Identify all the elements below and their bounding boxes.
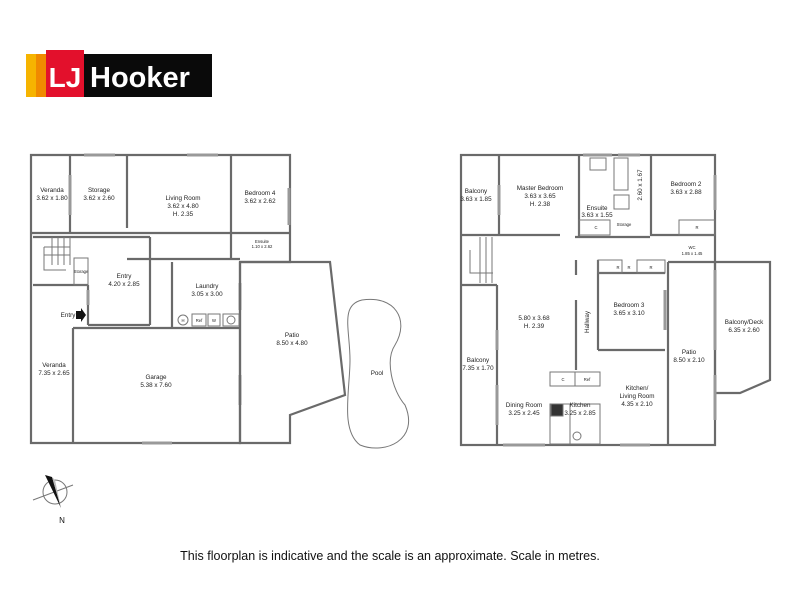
room-label-bedroom-3: Bedroom 3 [614,302,645,309]
room-dims-bathroom: 2.60 x 1.67 [637,169,644,201]
room-label-master-bedroom: Master Bedroom [517,185,564,192]
room-label-veranda: Veranda [40,187,64,194]
north-arrow-icon: N [32,475,74,525]
room-label-ensuite: Ensuite [586,205,608,212]
room-height: H. 2.39 [524,323,545,330]
room-label-living-room: Living Room [166,195,201,202]
fixture-ref: Ref [196,318,203,323]
room-dims: 7.35 x 1.70 [462,365,494,372]
room-label-hallway: Hallway [584,310,591,333]
fixture-c: C [561,377,564,382]
room-dims: 1.10 x 2.62 [252,244,273,249]
room-dims: 3.63 x 1.85 [460,196,492,203]
room-label-storage: Storage [88,187,111,194]
room-height: H. 2.35 [173,211,194,218]
room-dims: 8.50 x 4.80 [276,340,308,347]
ground-floor-plan: Veranda 3.62 x 1.80 Storage 3.62 x 2.60 … [29,153,410,449]
room-dims: 3.25 x 2.85 [564,410,596,417]
room-dims: 3.05 x 3.00 [191,291,223,298]
room-dims: 4.20 x 2.85 [108,281,140,288]
room-label-bedroom-2: Bedroom 2 [671,181,702,188]
room-label-balcony-2: Balcony [467,357,490,364]
room-label-patio: Patio [285,332,300,339]
room-label-bedroom-4: Bedroom 4 [245,190,276,197]
room-label-kitchen-living: Kitchen/ [626,385,649,392]
room-dims: 3.25 x 2.45 [508,410,540,417]
room-dims: 4.35 x 2.10 [621,401,653,408]
room-label-pool: Pool [371,370,384,377]
room-dims: 7.35 x 2.65 [38,370,70,377]
room-label-laundry: Laundry [196,283,220,290]
room-dims: 6.35 x 2.60 [728,327,760,334]
room-label-balcony-deck: Balcony/Deck [725,319,764,326]
logo-red-block [46,50,84,97]
fixture-r: R [627,265,630,270]
room-label-dining-room: Dining Room [506,402,542,409]
room-label-kitchen-living-2: Living Room [620,393,655,400]
fixture-r: R [695,225,698,230]
upper-floor-plan: Balcony 3.63 x 1.85 Master Bedroom 3.63 … [459,153,772,447]
entry-marker-label: Entry [61,312,77,319]
room-dims: 3.65 x 3.10 [613,310,645,317]
room-label-garage: Garage [145,374,167,381]
room-dims: 5.38 x 7.60 [140,382,172,389]
room-height: H. 2.38 [530,201,551,208]
fixture-h: H [181,318,184,323]
laundry-fixtures [177,313,240,327]
logo-lj-text: LJ [49,62,82,93]
logo-brand-text: Hooker [90,62,190,94]
room-dims: 1.85 x 1.45 [682,251,703,256]
room-dims: 8.50 x 2.10 [673,357,705,364]
room-dims: 3.63 x 2.88 [670,189,702,196]
balcony-deck-outline [713,260,772,395]
room-label-ensuite: Ensuite [255,239,270,244]
fixture-r: R [616,265,619,270]
pool-outline [347,298,410,449]
room-label-wc: WC [689,245,696,250]
fixture-ref: Ref [584,377,591,382]
room-dims: 3.62 x 2.60 [83,195,115,202]
fixture-r: R [649,265,652,270]
compass-north-label: N [59,516,65,525]
room-dims: 3.62 x 4.80 [167,203,199,210]
patio-outline [238,260,347,445]
room-dims: 3.62 x 2.62 [244,198,276,205]
room-dims: 3.62 x 1.80 [36,195,68,202]
logo-black-block [84,54,212,97]
room-label-entry: Entry [117,273,133,280]
room-label-storage: Storage [617,222,632,227]
disclaimer-text: This floorplan is indicative and the sca… [180,549,600,563]
room-label-veranda-2: Veranda [42,362,66,369]
fixture-c: C [594,225,597,230]
lj-hooker-logo: LJ Hooker [26,50,212,97]
entry-arrow-icon [76,308,86,322]
room-label-patio: Patio [682,349,697,356]
room-dims: 3.63 x 3.65 [524,193,556,200]
room-label-storage-small: Storage [74,269,89,274]
room-label-kitchen: Kitchen [569,402,591,409]
room-dims-living: 5.80 x 3.68 [518,315,550,322]
room-dims: 3.63 x 1.55 [581,212,613,219]
room-label-balcony: Balcony [465,188,488,195]
fixture-w: W [212,318,216,323]
